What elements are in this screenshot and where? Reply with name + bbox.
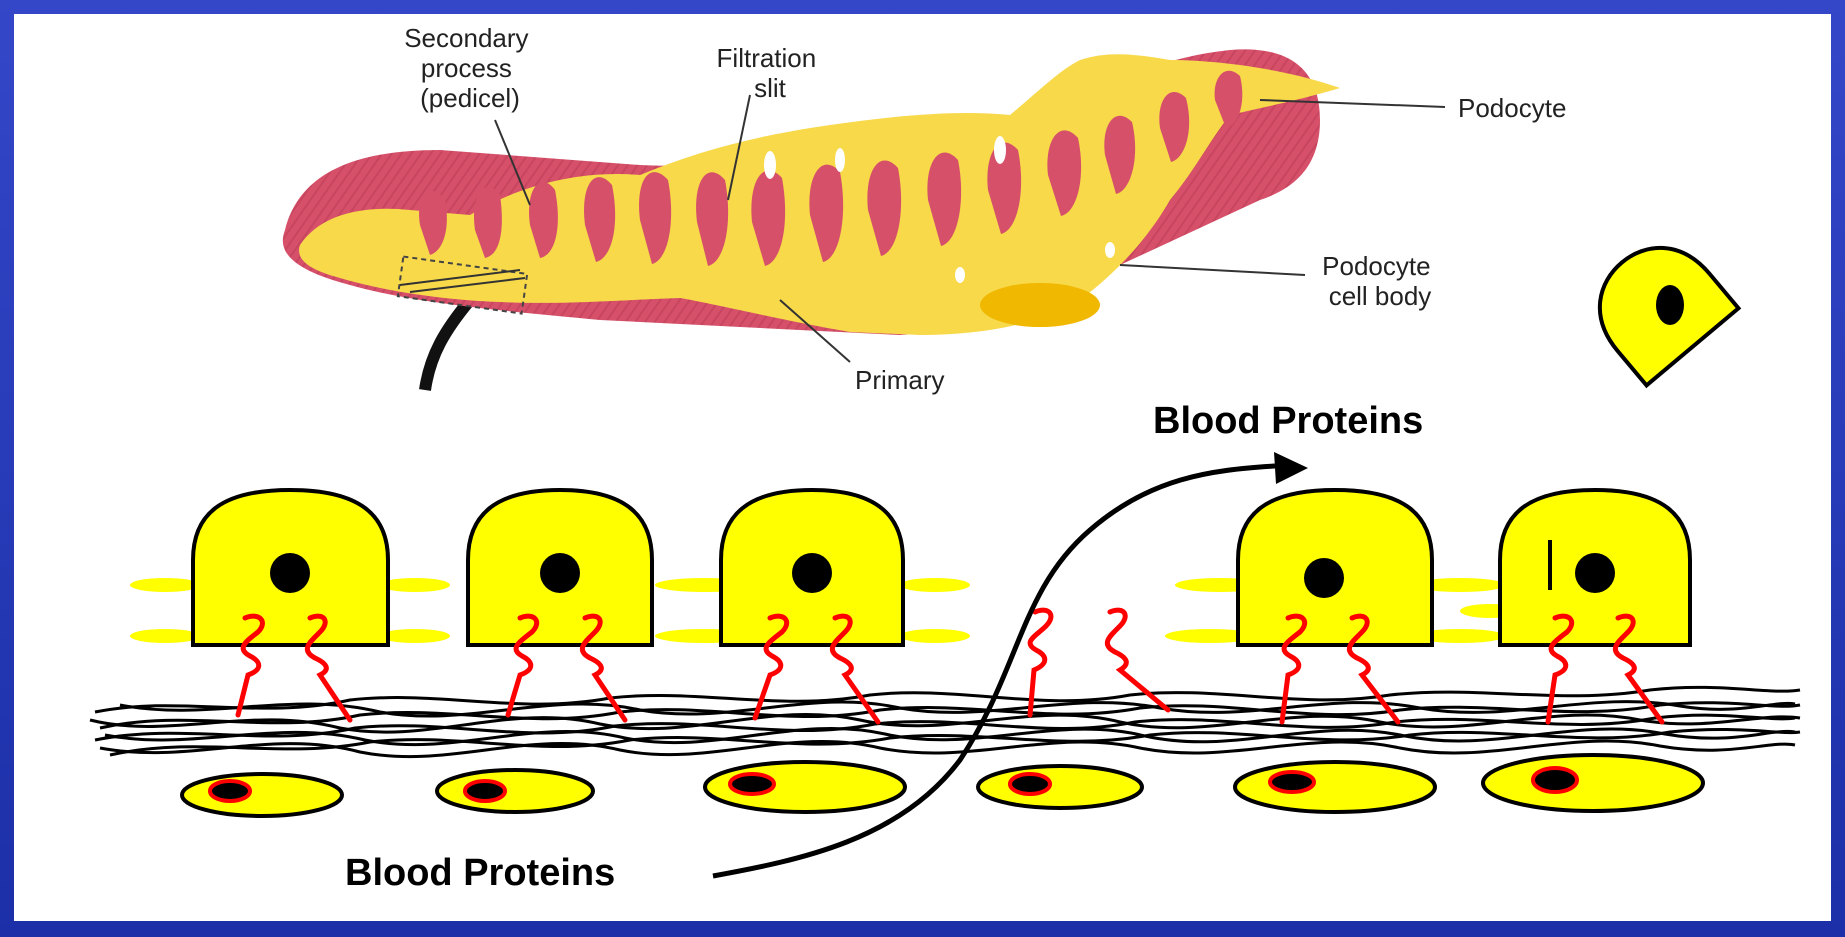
label-secondary-process: Secondary process (pedicel) — [404, 23, 536, 113]
podocyte-row — [193, 490, 1690, 645]
slit-diaphragm-proteins — [238, 610, 1662, 722]
label-blood-proteins-bottom: Blood Proteins — [345, 852, 615, 894]
label-blood-proteins-top: Blood Proteins — [1153, 400, 1423, 442]
arrow-head-icon — [1274, 452, 1308, 484]
podocyte-2 — [468, 490, 652, 645]
detached-podocyte — [1576, 224, 1739, 385]
capillary-stalk — [425, 300, 470, 390]
label-primary: Primary — [855, 365, 945, 395]
podocyte-3 — [721, 490, 903, 645]
podocyte-4 — [1238, 490, 1432, 645]
podocyte-nucleus — [980, 283, 1100, 327]
endothelial-cells — [182, 755, 1703, 816]
basement-membrane — [90, 687, 1800, 756]
podocyte-illustration: Secondary process (pedicel) Filtration s… — [250, 23, 1566, 432]
label-podocyte: Podocyte — [1458, 93, 1566, 123]
podocyte-5 — [1500, 490, 1690, 645]
filtration-barrier-schematic: Blood Proteins Blood Proteins — [90, 400, 1800, 894]
label-podocyte-cell-body: Podocyte cell body — [1322, 251, 1438, 311]
label-filtration-slit: Filtration slit — [717, 43, 824, 103]
podocyte-1 — [193, 490, 388, 645]
